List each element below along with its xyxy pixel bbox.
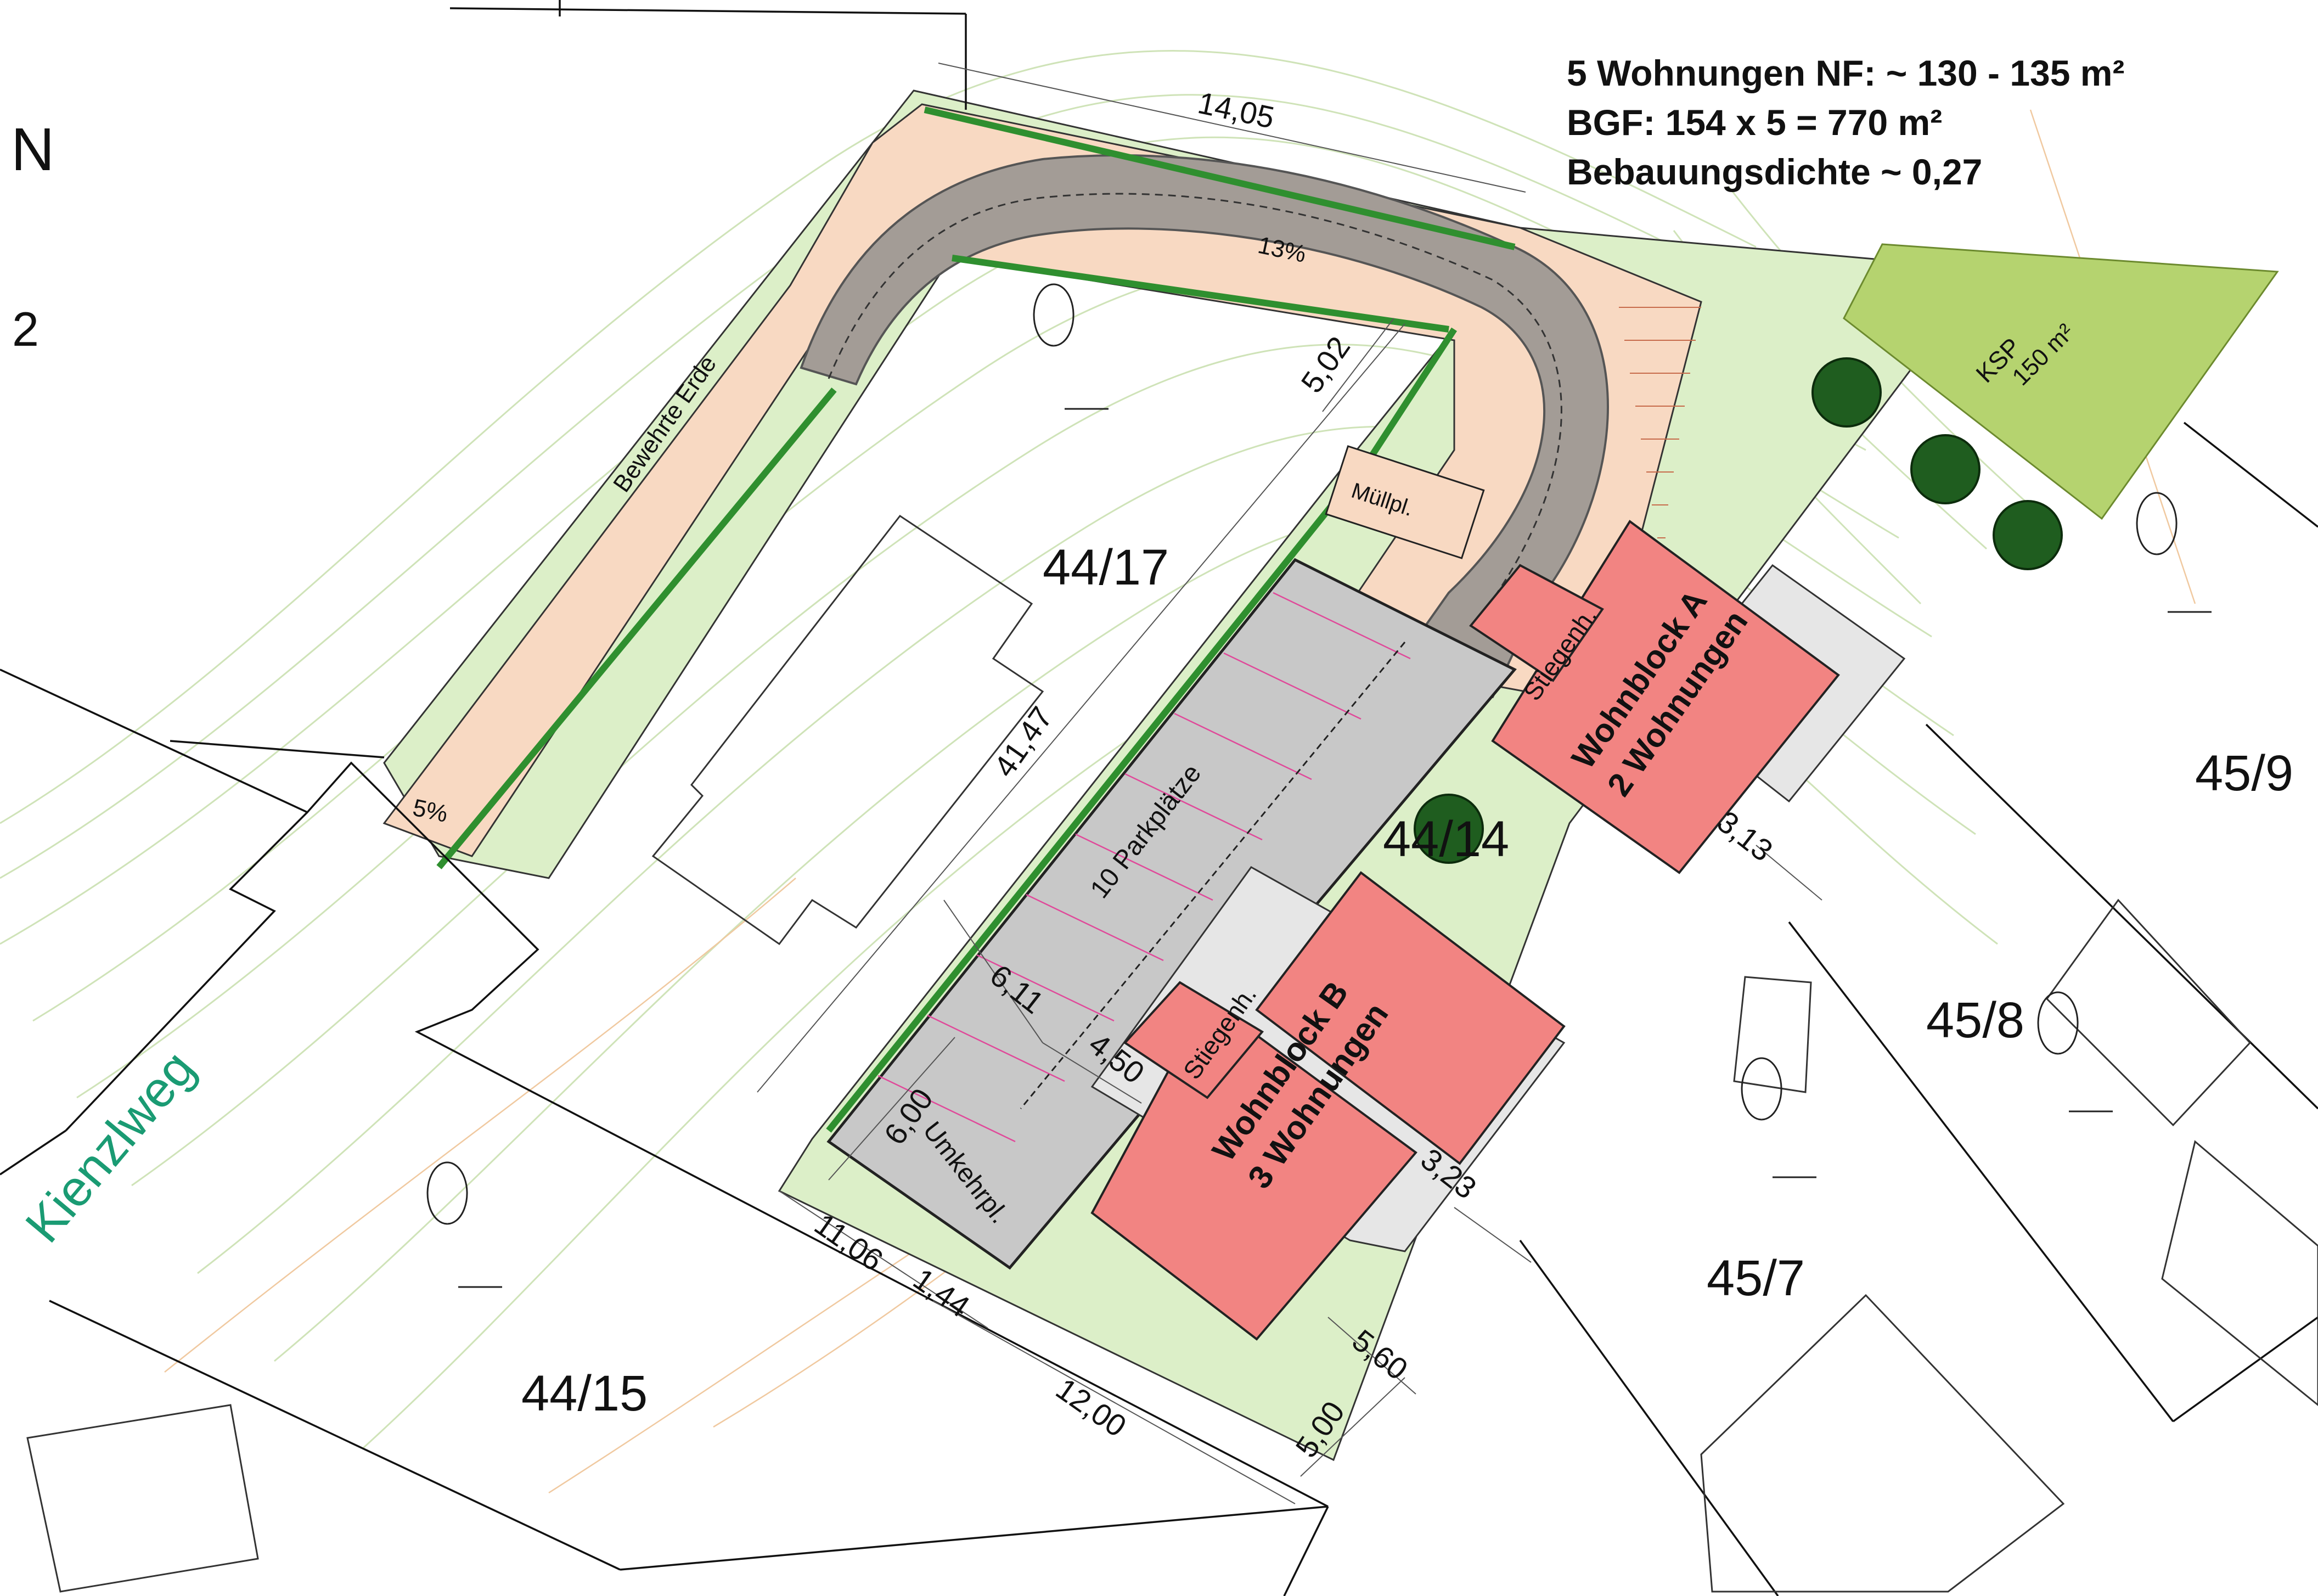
summary-line-units: 5 Wohnungen NF: ~ 130 - 135 m² (1567, 53, 2125, 93)
waste-area (1325, 445, 1485, 559)
parcel-45-7: 45/7 (1707, 1250, 1805, 1306)
summary-panel: 5 Wohnungen NF: ~ 130 - 135 m² BGF: 154 … (1567, 48, 2124, 196)
dimension-lines (757, 63, 1822, 1504)
parking-stall-lines (877, 592, 1411, 1143)
parcel-44-14: 44/14 (1383, 811, 1509, 867)
hedges (436, 106, 1516, 1133)
tree-icons (1414, 357, 2063, 864)
neighbour-buildings (26, 514, 2318, 1593)
parking-area (826, 558, 1517, 1270)
wohnblock-b (1090, 866, 1566, 1341)
parcel-edge-label: 2 (12, 302, 39, 356)
dim-12-00: 12,00 (1050, 1371, 1133, 1443)
driveway-centerline (828, 193, 1562, 615)
parking-aisle (1020, 642, 1406, 1109)
dim-5-02: 5,02 (1294, 330, 1357, 398)
summary-line-area: BGF: 154 x 5 = 770 m² (1567, 102, 1943, 143)
north-arrow-label: N (11, 116, 54, 183)
dim-41-47: 41,47 (987, 700, 1059, 783)
parcel-45-9: 45/9 (2195, 745, 2293, 801)
playground-area (1843, 243, 2279, 520)
parcel-44-15: 44/15 (521, 1365, 648, 1421)
wohnblock-a (1469, 520, 1906, 874)
street-name: Kienzlweg (15, 1041, 206, 1253)
ramp-hatch (1619, 307, 1701, 538)
parcel-44-17: 44/17 (1043, 540, 1169, 595)
dim-14-05: 14,05 (1195, 85, 1278, 135)
summary-line-density: Bebauungsdichte ~ 0,27 (1567, 151, 1983, 192)
parcel-45-8: 45/8 (1926, 992, 2024, 1048)
survey-point-icons (426, 283, 2212, 1288)
